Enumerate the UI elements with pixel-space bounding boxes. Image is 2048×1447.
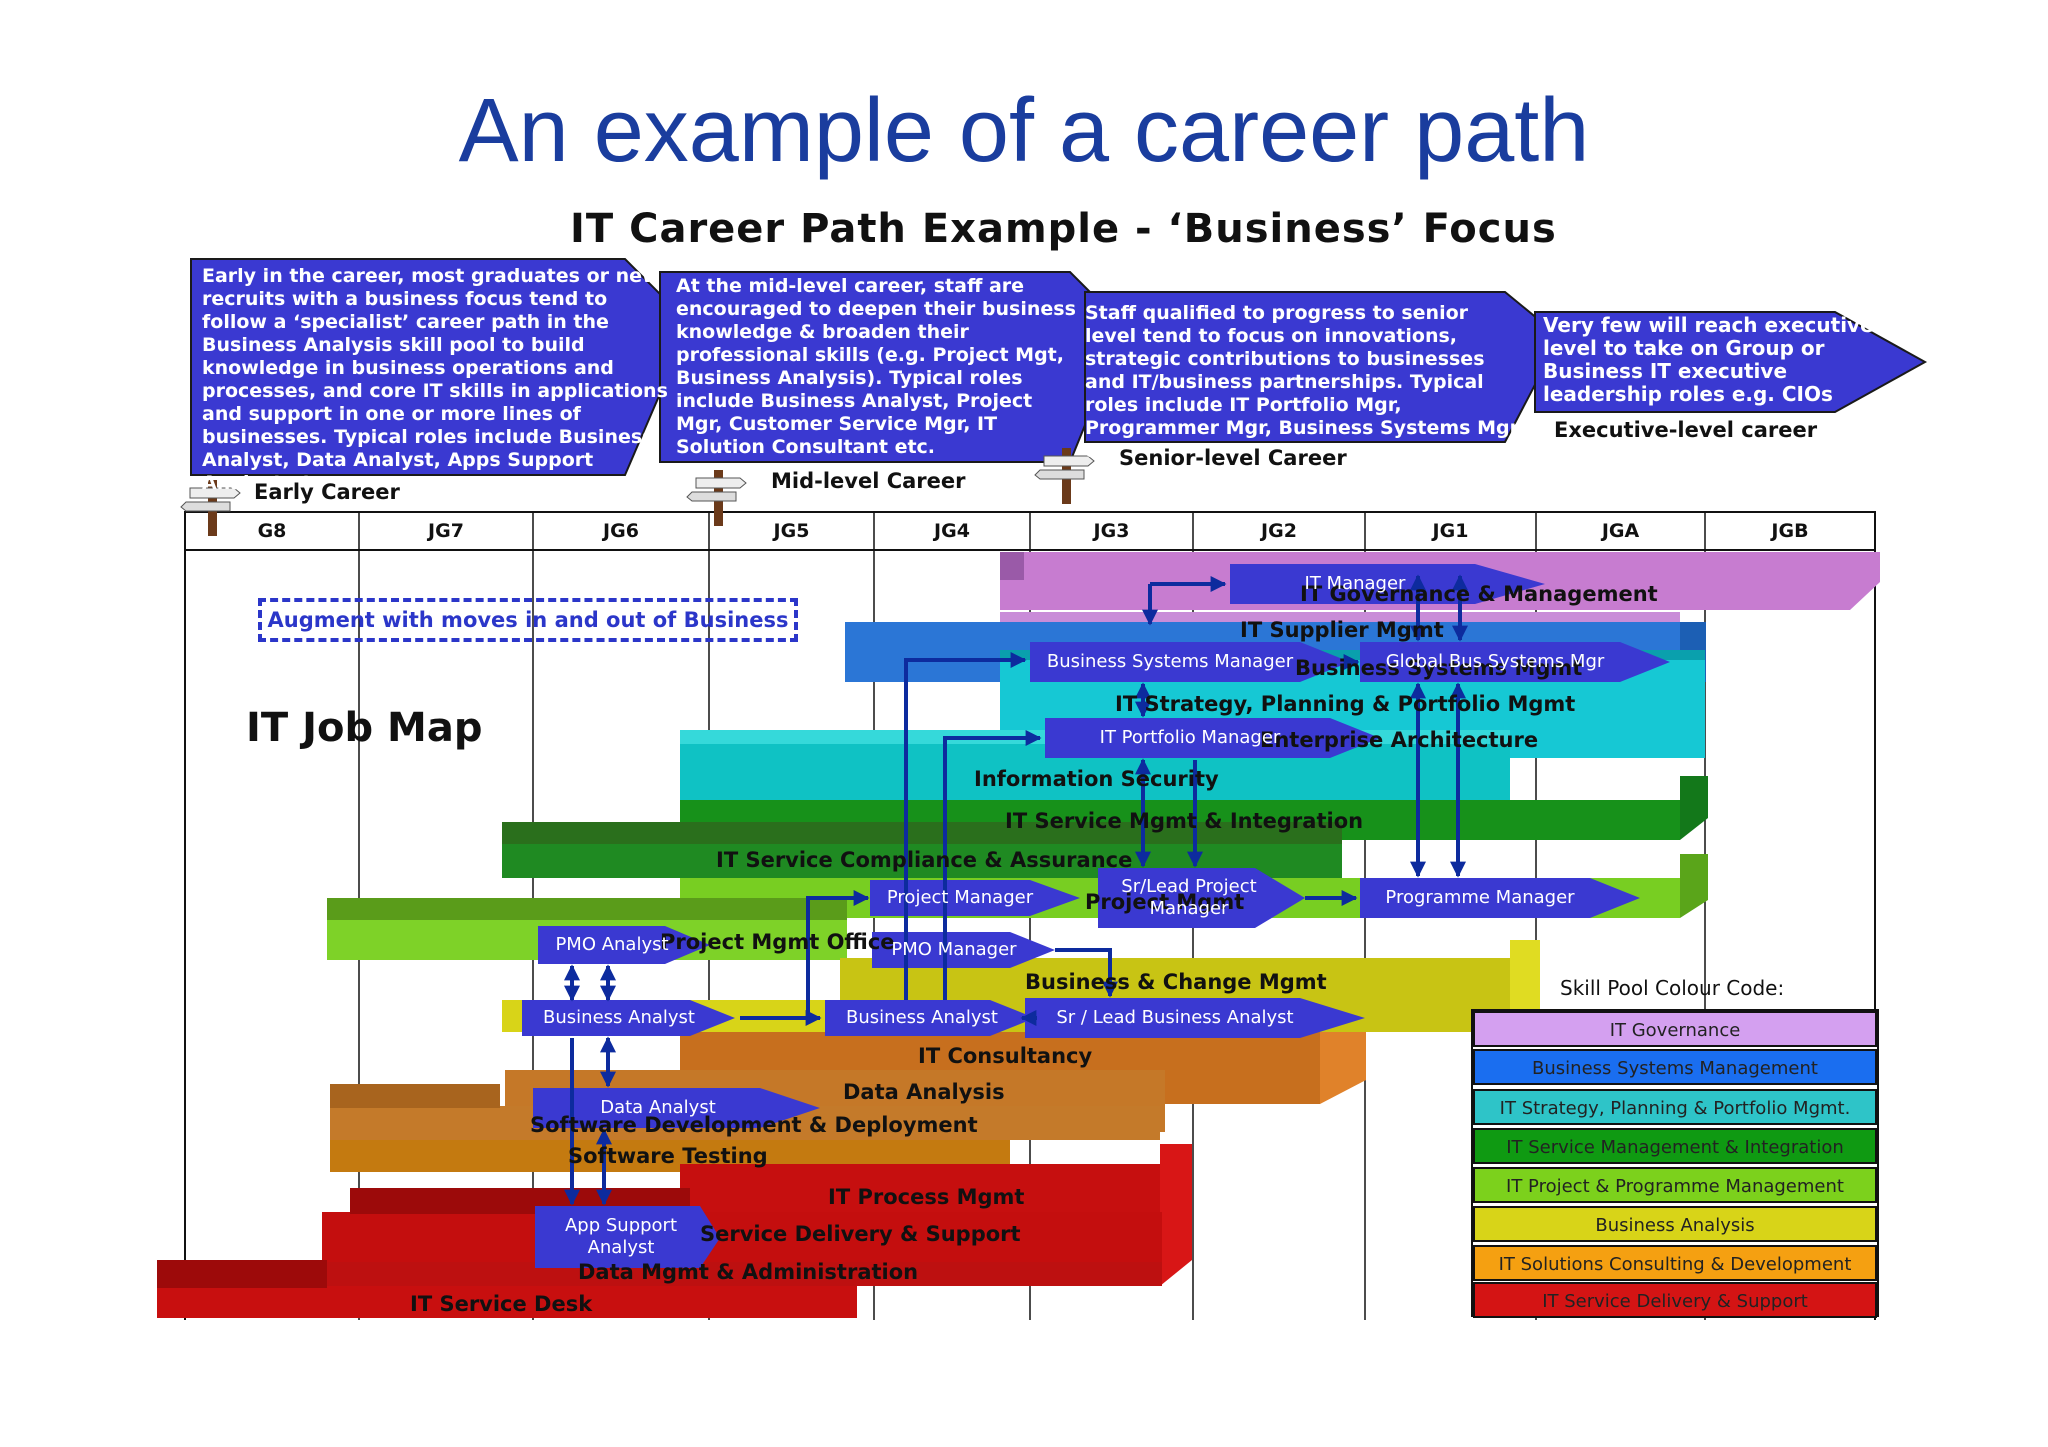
diagram-subtitle: IT Career Path Example - ‘Business’ Focu…: [570, 206, 1557, 252]
pool-info-security: Information Security: [974, 767, 1219, 791]
callout-senior-level: Staff qualified to progress to senior le…: [1085, 302, 1519, 462]
legend-business-analysis: Business Analysis: [1473, 1206, 1877, 1242]
legend-service-mgmt: IT Service Management & Integration: [1473, 1128, 1877, 1164]
legend-it-governance: IT Governance: [1473, 1011, 1877, 1047]
role-sr-lead-business-analyst: Sr / Lead Business Analyst: [1056, 1007, 1294, 1028]
role-business-analyst-mid: Business Analyst: [846, 1007, 998, 1028]
signpost-icons: [180, 448, 1095, 536]
role-sr-lead-project-manager: Sr/Lead Project Manager: [1121, 876, 1257, 919]
grade-jg1: JG1: [1432, 520, 1469, 542]
stage-label-early: Early Career: [254, 480, 400, 504]
legend-business-systems: Business Systems Management: [1473, 1049, 1877, 1085]
connector-arrows: [564, 574, 1468, 1206]
pool-software-testing: Software Testing: [568, 1144, 768, 1168]
pool-it-supplier: IT Supplier Mgmt: [1240, 618, 1444, 642]
grade-jg4: JG4: [934, 520, 970, 542]
augment-note: Augment with moves in and out of Busines…: [258, 598, 798, 642]
pool-software-dev: Software Development & Deployment: [530, 1113, 978, 1137]
grade-jg2: JG2: [1261, 520, 1297, 542]
page-title: An example of a career path: [458, 81, 1590, 181]
grade-g8: G8: [257, 520, 287, 542]
pool-business-change: Business & Change Mgmt: [1025, 970, 1327, 994]
pool-it-consultancy: IT Consultancy: [918, 1044, 1093, 1068]
role-it-portfolio-manager: IT Portfolio Manager: [1099, 727, 1281, 748]
stage-label-senior: Senior-level Career: [1119, 446, 1347, 470]
callout-early-career: Early in the career, most graduates or n…: [202, 265, 668, 494]
pool-service-mgmt: IT Service Mgmt & Integration: [1005, 809, 1364, 833]
pool-project-mgmt: Project Mgmt: [1085, 890, 1245, 914]
role-global-bus-systems-mgr: Global Bus Systems Mgr: [1385, 651, 1605, 672]
legend-it-strategy: IT Strategy, Planning & Portfolio Mgmt.: [1473, 1089, 1877, 1125]
role-programme-manager: Programme Manager: [1385, 887, 1575, 908]
grade-jg7: JG7: [428, 520, 464, 542]
legend-service-delivery: IT Service Delivery & Support: [1473, 1282, 1877, 1318]
role-business-systems-manager: Business Systems Manager: [1046, 651, 1294, 672]
pool-service-compliance: IT Service Compliance & Assurance: [716, 848, 1133, 872]
role-business-analyst-early: Business Analyst: [543, 1007, 695, 1028]
pool-pmo: Project Mgmt Office: [660, 930, 895, 954]
grade-jga: JGA: [1601, 520, 1640, 542]
role-pmo-manager: PMO Manager: [891, 939, 1017, 960]
callout-mid-level: At the mid-level career, staff are encou…: [676, 275, 1076, 458]
pool-data-analysis: Data Analysis: [843, 1080, 1005, 1104]
pool-it-strategy: IT Strategy, Planning & Portfolio Mgmt: [1115, 692, 1576, 716]
role-project-manager: Project Manager: [886, 887, 1034, 908]
pool-business-systems: Business Systems Mgmt: [1295, 656, 1583, 680]
role-pmo-analyst: PMO Analyst: [555, 934, 669, 955]
pool-service-delivery: Service Delivery & Support: [700, 1222, 1021, 1246]
callout-executive: Very few will reach executive level to t…: [1543, 313, 1874, 406]
role-it-manager: IT Manager: [1304, 573, 1406, 594]
grade-jg6: JG6: [603, 520, 639, 542]
grade-jg3: JG3: [1093, 520, 1130, 542]
grade-jg5: JG5: [773, 520, 810, 542]
legend-project-programme: IT Project & Programme Management: [1473, 1167, 1877, 1203]
stage-label-mid: Mid-level Career: [771, 469, 966, 493]
callout-shapes: [190, 258, 1928, 476]
role-app-support-analyst: App Support Analyst: [564, 1215, 678, 1258]
stage-label-executive: Executive-level career: [1554, 418, 1818, 442]
pool-it-governance: IT Governance & Management: [1300, 582, 1658, 606]
role-shapes: [522, 564, 1670, 1268]
role-data-analyst: Data Analyst: [600, 1097, 716, 1118]
grade-jgb: JGB: [1771, 520, 1809, 542]
pool-it-process: IT Process Mgmt: [828, 1185, 1025, 1209]
pool-data-mgmt: Data Mgmt & Administration: [578, 1260, 919, 1284]
pool-service-desk: IT Service Desk: [410, 1292, 593, 1316]
job-map-label: IT Job Map: [246, 705, 483, 751]
pool-enterprise-architecture: Enterprise Architecture: [1260, 728, 1539, 752]
legend-title: Skill Pool Colour Code:: [1560, 976, 1785, 1000]
legend-solutions-consulting: IT Solutions Consulting & Development: [1473, 1245, 1877, 1281]
